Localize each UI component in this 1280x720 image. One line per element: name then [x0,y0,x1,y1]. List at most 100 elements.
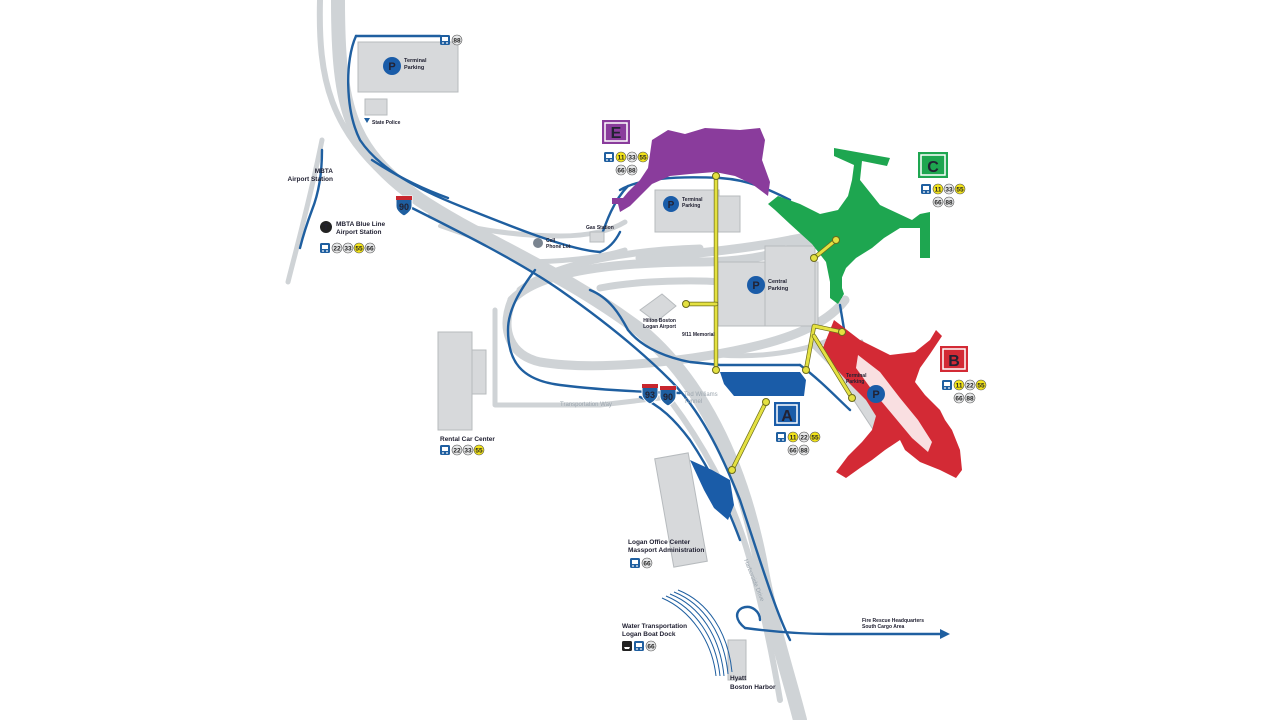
rental-car-center-building [437,331,473,431]
route-badge-22[interactable]: 22 [798,431,810,443]
terminal-e-letter-box[interactable]: E [602,120,630,144]
hilton-building [639,293,677,323]
route-badge-11[interactable]: 11 [787,431,799,443]
route-number: 11 [956,382,963,389]
route-number: 33 [945,186,953,193]
route-badge-88[interactable]: 88 [798,444,810,456]
route-number: 22 [333,245,341,252]
route-badge-66[interactable]: 66 [615,164,627,176]
route-badge-11[interactable]: 11 [953,379,965,391]
route-number: 33 [344,245,352,252]
memorial-label: 9/11 Memorial [682,332,715,338]
terminal-a[interactable] [690,372,806,520]
route-badge-66[interactable]: 66 [364,242,376,254]
terminal-e[interactable] [612,128,770,212]
route-badge-33[interactable]: 33 [626,151,638,163]
route-number: 11 [790,434,797,441]
interstate-shield-icon: 93 [641,383,659,405]
route-badge-55[interactable]: 55 [809,431,821,443]
route-badge-88[interactable]: 88 [626,164,638,176]
e-terminal-parking-building [654,189,720,233]
bus-icon [320,243,330,253]
state-police-icon [364,118,370,123]
bus-icon [604,152,614,162]
svg-text:P: P [668,200,675,211]
route-number: 88 [966,395,974,402]
route-badge-66[interactable]: 66 [787,444,799,456]
parking-icon[interactable]: P [663,196,679,212]
parking-icon[interactable]: P [867,385,885,403]
water-arcs [661,589,733,677]
central-parking-wing [764,245,816,327]
svg-text:P: P [752,280,759,292]
route-number: 11 [618,154,625,161]
terminal-b[interactable] [822,320,962,478]
terminal-a-letter-box[interactable]: A [774,402,800,426]
route-badge-22[interactable]: 22 [451,444,463,456]
bus-icon [942,380,952,390]
route-badge-55[interactable]: 55 [954,183,966,195]
route-badge-33[interactable]: 33 [462,444,474,456]
gas-station-building [589,231,605,243]
svg-text:P: P [872,389,879,401]
terminal-c[interactable] [768,148,930,304]
route-badge-22[interactable]: 22 [964,379,976,391]
state-police-building [364,98,388,116]
route-badge-11[interactable]: 11 [615,151,627,163]
route-badge-66[interactable]: 66 [932,196,944,208]
route-number: 55 [811,434,819,441]
terminal-c-letter: C [927,159,939,176]
route-number: 66 [366,245,374,252]
route-badge-55[interactable]: 55 [637,151,649,163]
terminal-b-letter-box[interactable]: B [940,346,968,372]
route-number: 55 [977,382,985,389]
route-number: 55 [355,245,363,252]
walkways [682,172,856,474]
route-number: 55 [475,447,483,454]
route-badge-33[interactable]: 33 [943,183,955,195]
svg-text:T: T [324,223,329,232]
route-number: 33 [628,154,636,161]
mbta-t-icon[interactable]: T [320,221,332,233]
route-number: 88 [453,37,461,44]
route-badge-66[interactable]: 66 [641,557,653,569]
e-terminal-parking-annex [717,195,741,233]
route-badge-88[interactable]: 88 [943,196,955,208]
parking-icon[interactable]: P [747,276,765,294]
interstate-shield-icon: 90 [659,385,677,407]
transportation-way-label: Transportation Way [560,402,612,408]
terminal-c-letter-box[interactable]: C [918,152,948,178]
route-number: 11 [935,186,942,193]
logan-office-building [654,452,708,568]
route-badge-66[interactable]: 66 [645,640,657,652]
route-badge-88[interactable]: 88 [964,392,976,404]
route-badge-11[interactable]: 11 [932,183,944,195]
route-number: 22 [800,434,808,441]
route-number: 66 [955,395,963,402]
route-badge-55[interactable]: 55 [353,242,365,254]
bus-icon [440,445,450,455]
route-badge-66[interactable]: 66 [953,392,965,404]
route-badge-88[interactable]: 88 [451,34,463,46]
route-badge-22[interactable]: 22 [331,242,343,254]
route-number: 66 [643,560,651,567]
parking-icon[interactable]: P [383,57,401,75]
route-number: 22 [453,447,461,454]
route-number: 55 [956,186,964,193]
route-number: 33 [464,447,472,454]
interstate-shield-icon: 90 [395,195,413,217]
route-badge-55[interactable]: 55 [473,444,485,456]
bus-icon [630,558,640,568]
route-badge-33[interactable]: 33 [342,242,354,254]
route-badge-55[interactable]: 55 [975,379,987,391]
